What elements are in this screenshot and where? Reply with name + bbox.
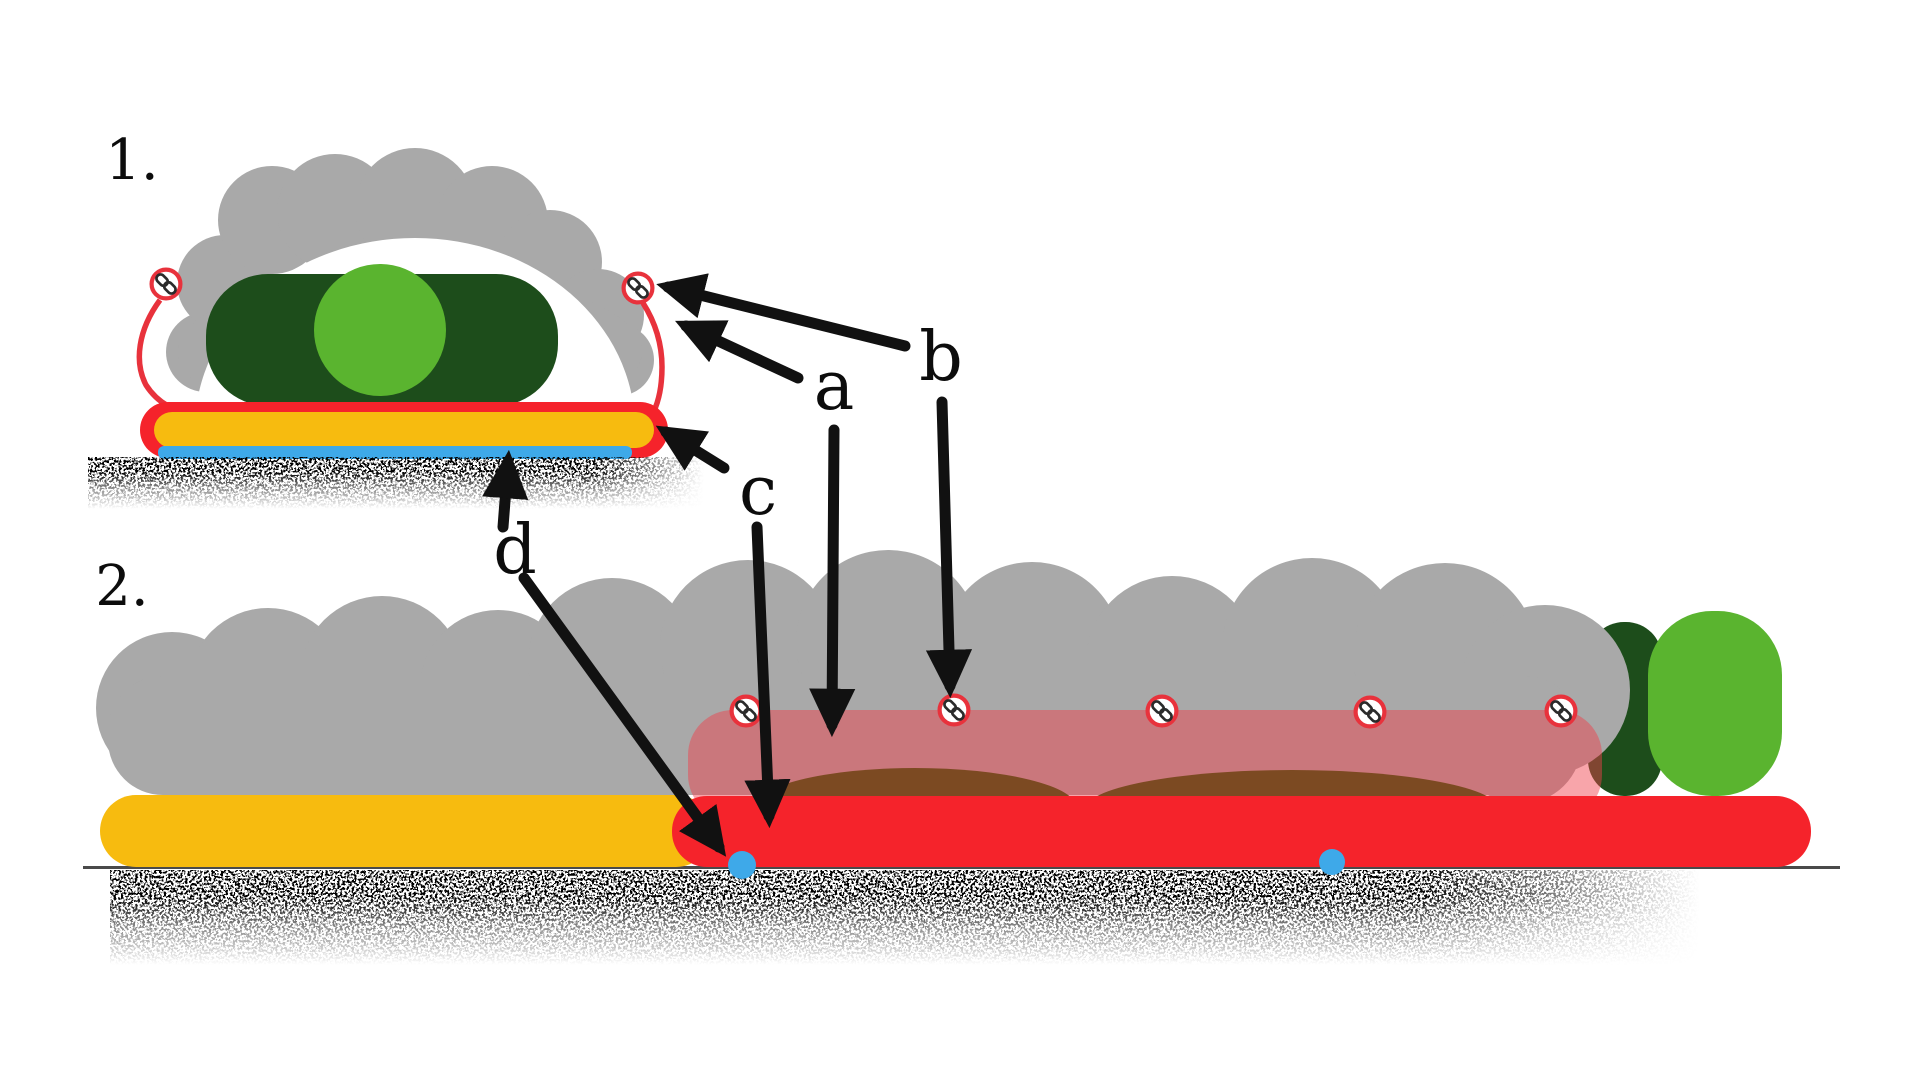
substrate-speckle-panel1	[88, 457, 704, 509]
label-c: c	[738, 452, 778, 531]
yellow-surface-bar	[100, 795, 712, 867]
label-d: d	[493, 511, 537, 590]
arrow-c-to-panel2-bar	[744, 521, 791, 829]
red-tether-left	[136, 298, 170, 409]
ground-line	[83, 866, 1840, 869]
blue-anchor-dot-right	[1319, 849, 1345, 875]
chain-link-icon	[1547, 697, 1576, 726]
chain-link-icon	[152, 270, 181, 299]
panel-2	[83, 550, 1840, 965]
surface-layer-bar	[140, 402, 668, 459]
cell-head-light-green	[1648, 611, 1782, 796]
arrow-a-to-panel1-curve	[675, 320, 804, 384]
chain-link-icon	[732, 697, 761, 726]
label-b: b	[919, 318, 963, 397]
label-a: a	[813, 347, 855, 426]
chain-link-icon	[940, 696, 969, 725]
arrow-d-to-panel1-blue	[482, 449, 529, 533]
panel-1-number: 1.	[105, 128, 159, 193]
chain-link-icon	[1148, 697, 1177, 726]
arrow-d-to-panel2-dot	[518, 572, 727, 857]
arrow-b-to-panel2-icon	[925, 396, 973, 699]
yellow-inner-bar	[154, 412, 654, 448]
arrow-c-to-panel1-bar	[655, 425, 730, 474]
chain-link-icon	[624, 274, 653, 303]
panel-1	[88, 148, 704, 618]
cell-inner-circle	[314, 264, 446, 396]
callout-arrows	[482, 273, 973, 857]
arrow-a-to-panel2-pink	[809, 424, 856, 738]
substrate-speckle-panel2	[110, 870, 1700, 965]
chain-link-icon	[1356, 698, 1385, 727]
blue-anchor-dot-left	[728, 851, 756, 879]
red-surface-bar	[672, 796, 1811, 867]
panel-2-number: 2.	[95, 554, 149, 619]
arrow-b-to-panel1-icon	[656, 273, 911, 352]
